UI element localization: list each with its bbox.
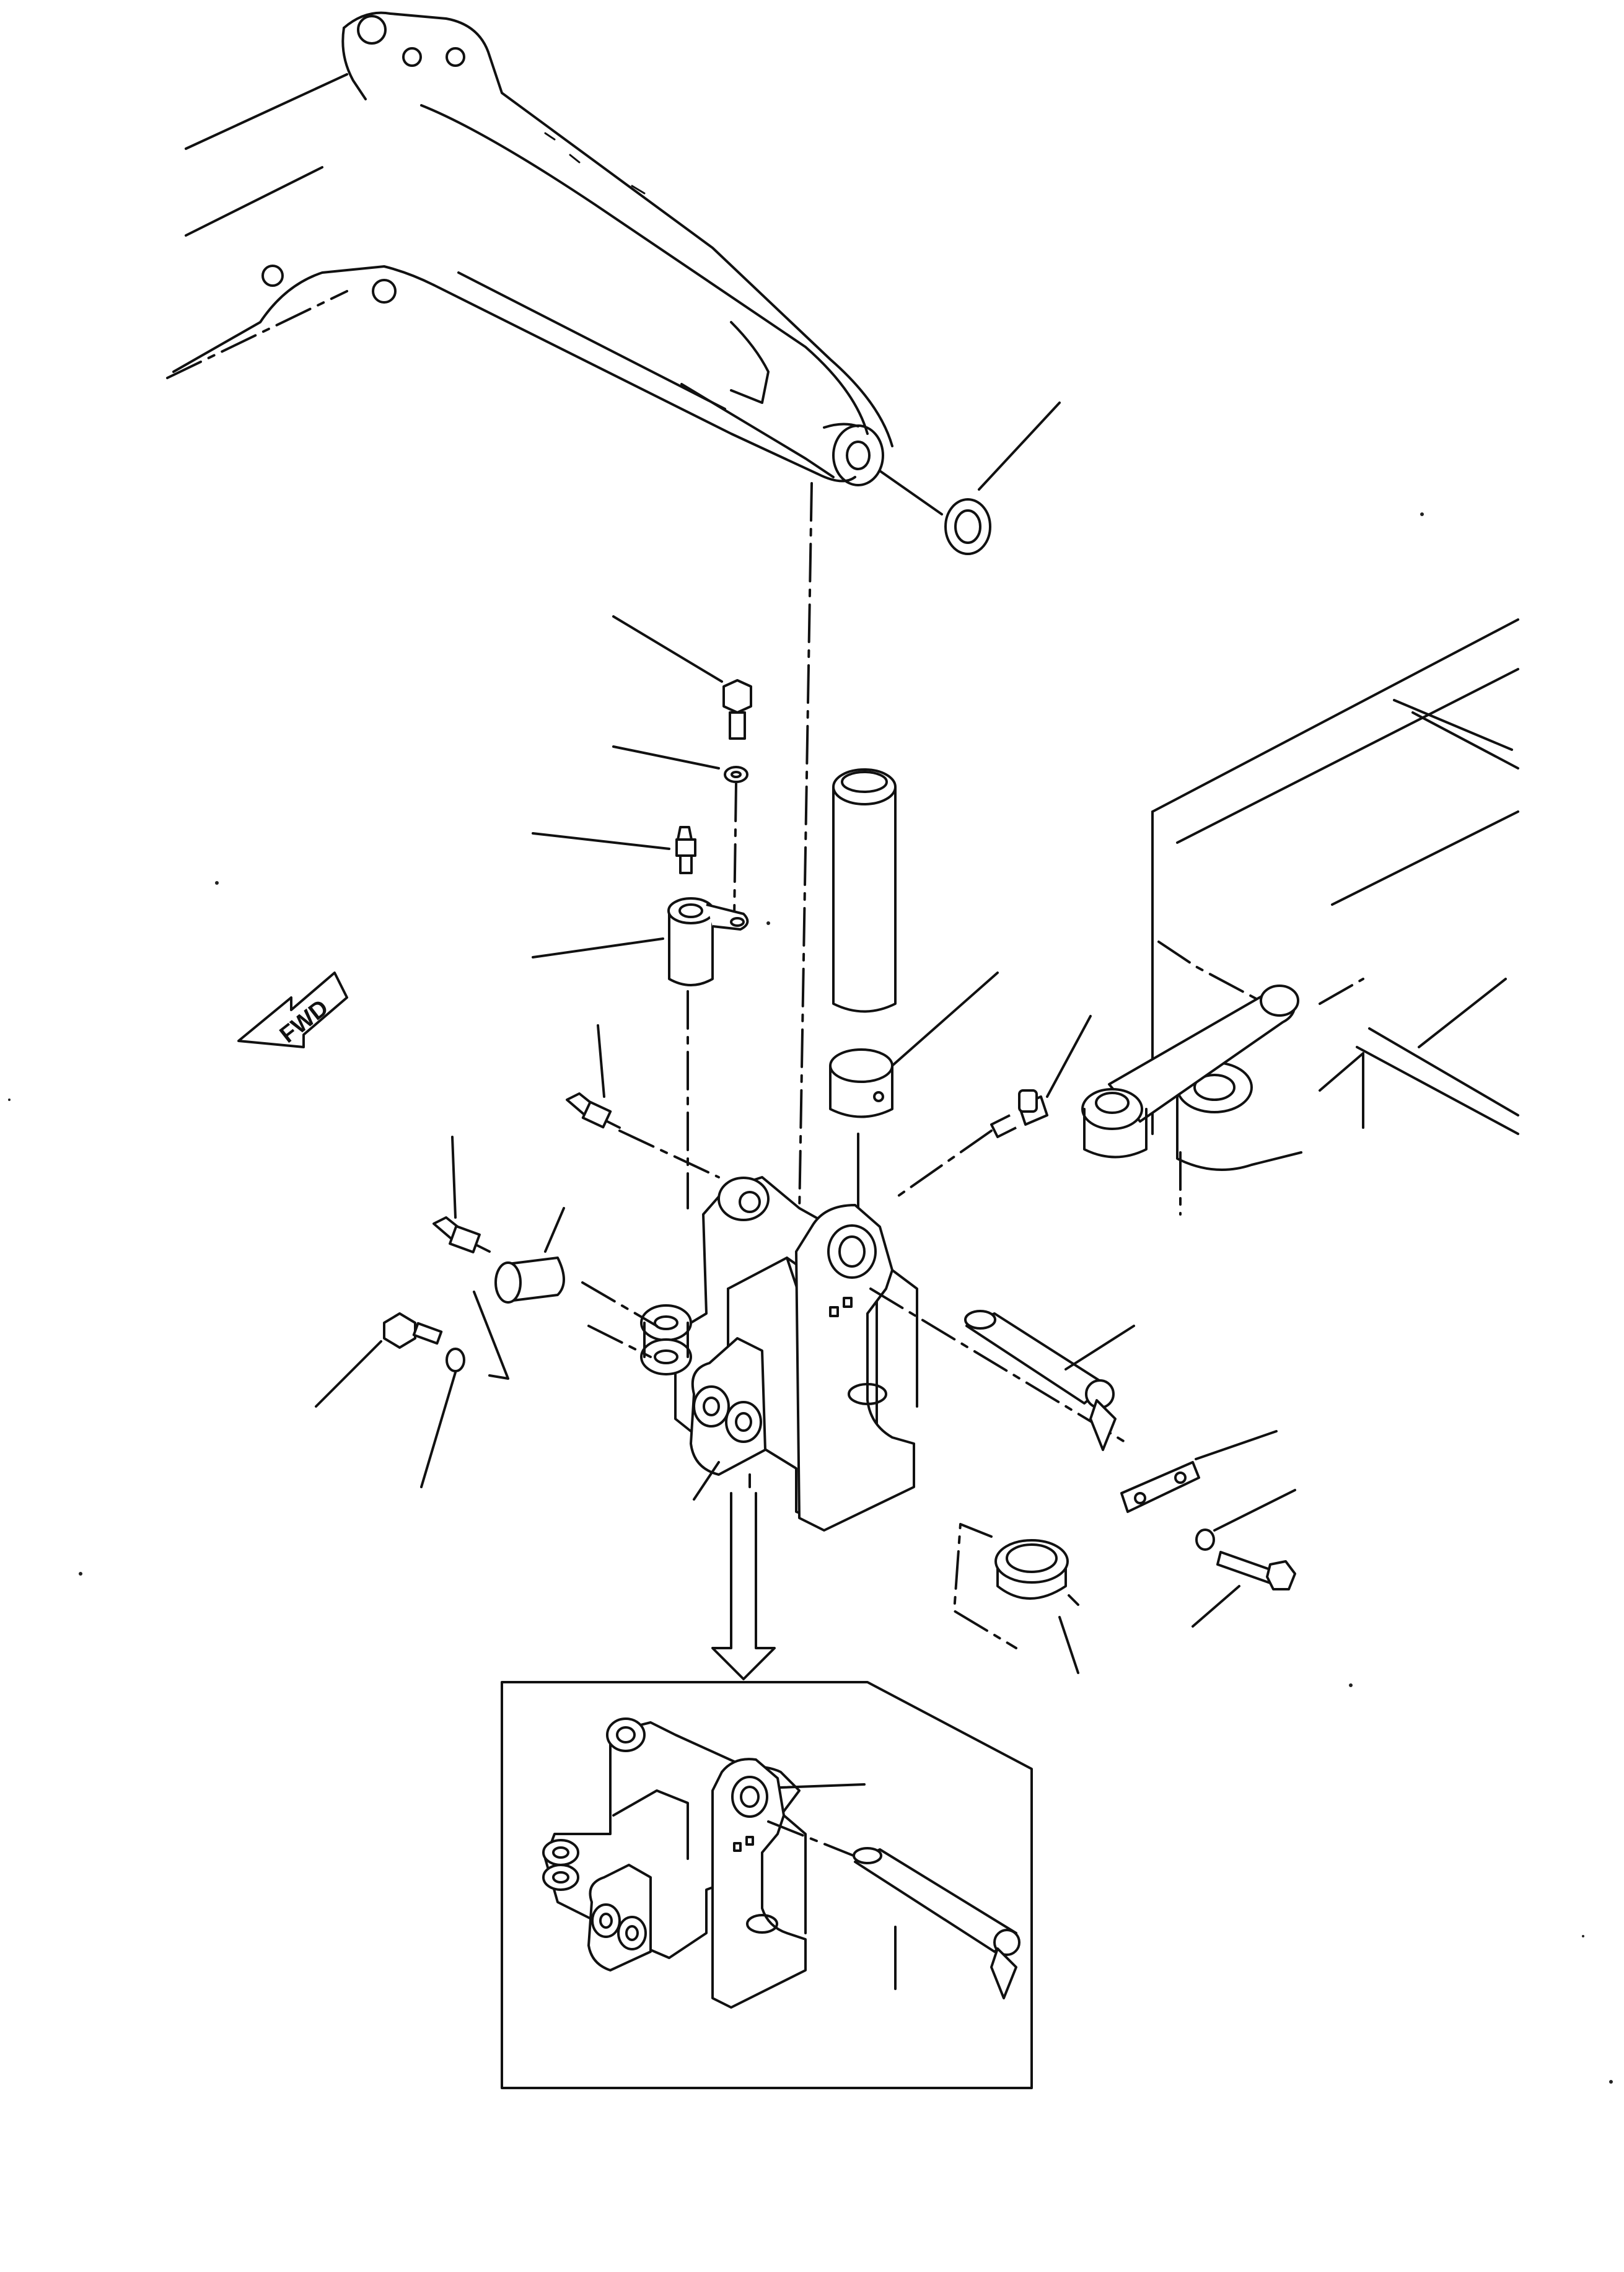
pin-bushing-icon (532, 897, 749, 1209)
frame (1081, 618, 1519, 1216)
right-bolt-icon (1192, 1489, 1296, 1628)
small-washer-icon (612, 745, 748, 918)
plug-icon (953, 1523, 1079, 1674)
bolt-icon (612, 615, 752, 740)
side-bolt-icon (315, 1291, 652, 1488)
collar-icon (829, 972, 999, 1216)
bracket-pin-icon (964, 1310, 1135, 1451)
scan-specks (8, 512, 1613, 2084)
boom (166, 11, 1061, 1216)
boom-pin-icon (832, 768, 897, 1013)
fwd-arrow-icon: FWD (237, 972, 348, 1048)
left-grease-fitting-icon (566, 1024, 720, 1178)
down-arrow-icon (711, 1492, 776, 1680)
swing-bracket (640, 1176, 1129, 1532)
inset-bracket-view (501, 1681, 1033, 2089)
grease-fitting-icon (532, 826, 696, 874)
lock-plate-icon (1120, 1430, 1278, 1513)
side-pin-icon (432, 1136, 658, 1327)
elbow-grease-fitting-icon (897, 1015, 1092, 1197)
washer-icon (944, 498, 991, 555)
